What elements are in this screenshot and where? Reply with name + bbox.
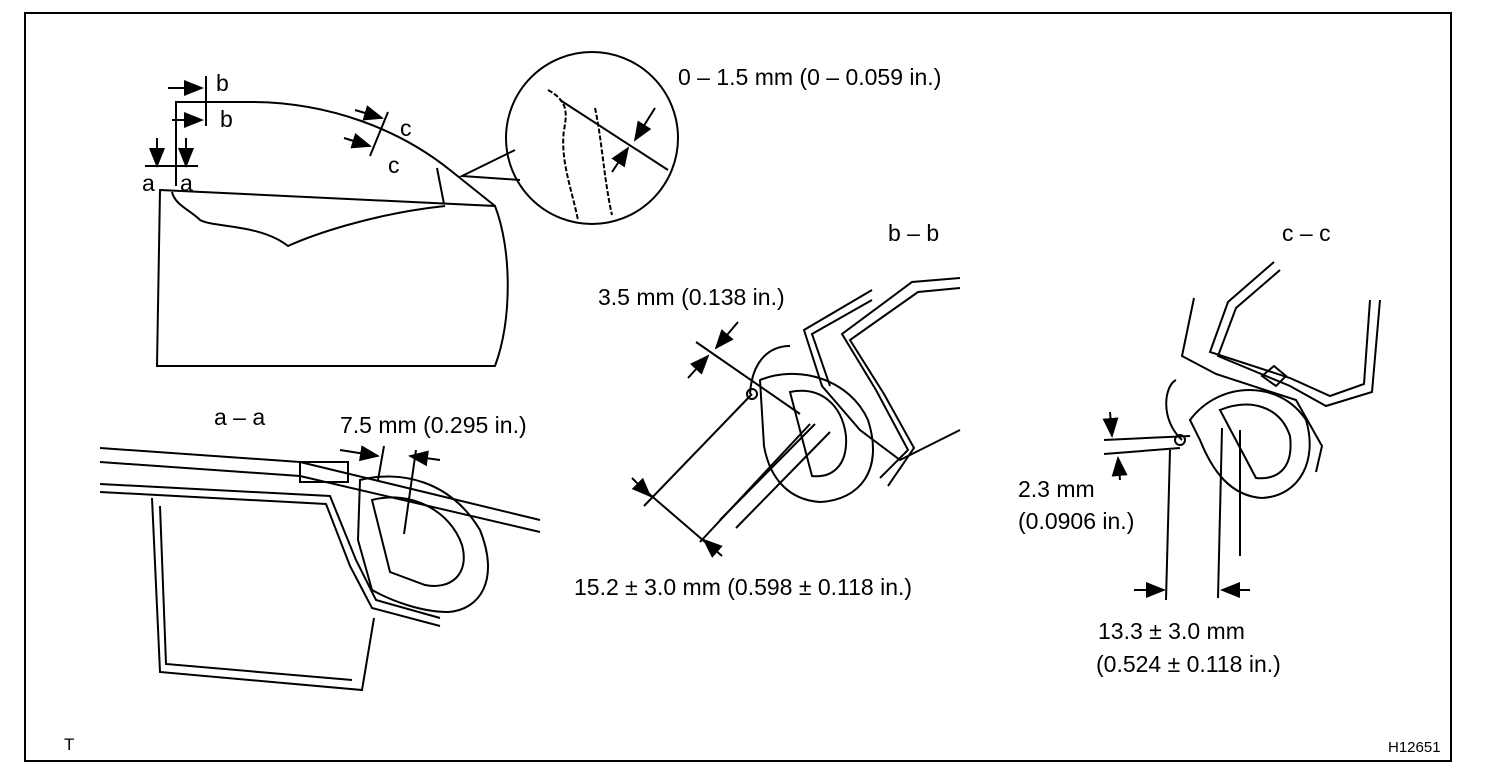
label-gap-dimension: 0 – 1.5 mm (0 – 0.059 in.) [678,64,942,90]
bb-lip [749,345,791,395]
label-b-top: b [216,70,229,96]
clip-a [299,461,349,483]
gap-arrow-1 [633,107,656,142]
label-c-top: c [400,115,412,141]
label-a-right: a [180,170,193,196]
inner-panel-2 [99,491,441,627]
label-a-left: a [142,170,155,196]
roof-panel-upper [99,447,541,521]
label-dimension-35: 3.5 mm (0.138 in.) [598,284,785,310]
dim-133-ext-1 [1165,449,1171,601]
bb-weatherstrip [758,372,874,504]
cc-weatherstrip [1188,389,1311,500]
cc-lip [1165,379,1183,441]
door-frame-outline [151,497,375,692]
inner-panel-1 [99,483,441,619]
door-window-frame [175,101,496,207]
label-section-cc: c – c [1282,220,1331,246]
bb-outer-panel-2 [840,277,961,479]
section-cc-drawing [1102,261,1381,601]
dim-35-arrow-2 [687,354,710,379]
label-b-bottom: b [220,106,233,132]
dim-152-ext-1 [643,393,753,507]
door-overview [145,76,509,367]
label-dimension-133-mm: 13.3 ± 3.0 mm [1098,618,1245,644]
glass-line-2 [594,107,613,216]
label-dimension-23-in: (0.0906 in.) [1018,508,1135,534]
dim-35-ext [695,341,801,415]
cc-door-glass-1 [1217,427,1223,599]
label-dimension-152: 15.2 ± 3.0 mm (0.598 ± 0.118 in.) [574,574,913,600]
dim-35-arrow-1 [714,321,739,350]
gap-arrow-2 [611,146,630,173]
cc-contact-point [1174,434,1186,446]
dim-75-ext-1 [377,445,385,481]
label-section-bb: b – b [888,220,940,246]
label-dimension-75: 7.5 mm (0.295 in.) [340,412,527,438]
label-corner-t: T [64,735,75,754]
magnified-detail [458,51,679,225]
dim-23-arrow-1 [1102,411,1119,438]
dim-152-ext-2 [699,423,811,543]
magnifier-circle [505,51,679,225]
section-aa-drawing [99,445,541,692]
bb-door-glass-2 [735,431,831,529]
glass-edge [436,167,445,205]
weatherstrip-inner [370,496,465,587]
cc-clip [1260,364,1288,388]
bb-inner-bracket [810,299,873,387]
diagram-frame [24,12,1452,762]
gap-reference-line [559,99,669,171]
c-arrow-top [354,105,384,121]
dim-75-arrow-left [339,445,380,462]
label-section-aa: a – a [214,404,266,430]
label-c-bottom: c [388,152,400,178]
bb-outer-panel-3 [848,287,961,487]
door-trim-edge [171,191,446,248]
bb-contact-point [746,388,758,400]
cc-panel-2 [1216,269,1381,408]
section-bb-drawing [631,277,961,558]
dim-23-arrow-2 [1111,456,1128,481]
c-arrow-bottom [343,133,372,149]
dim-23-ext-1 [1103,435,1191,441]
bb-weatherstrip-inner [788,389,848,478]
dim-75-ext-2 [403,449,417,535]
door-frame-inner [159,505,353,681]
door-panel [155,188,509,367]
weatherstrip-bulb [356,475,489,614]
c-section-line [369,111,389,157]
figure-id: H12651 [1388,739,1441,756]
dim-23-ext-2 [1103,447,1181,455]
cc-weatherstrip-inner [1218,403,1292,480]
callout-pointer [458,149,521,181]
label-dimension-23-mm: 2.3 mm [1018,476,1095,502]
label-dimension-133-in: (0.524 ± 0.118 in.) [1096,651,1281,677]
cc-panel-1 [1208,261,1371,398]
dim-152-line [639,485,713,549]
cc-panel-3 [1180,297,1324,473]
